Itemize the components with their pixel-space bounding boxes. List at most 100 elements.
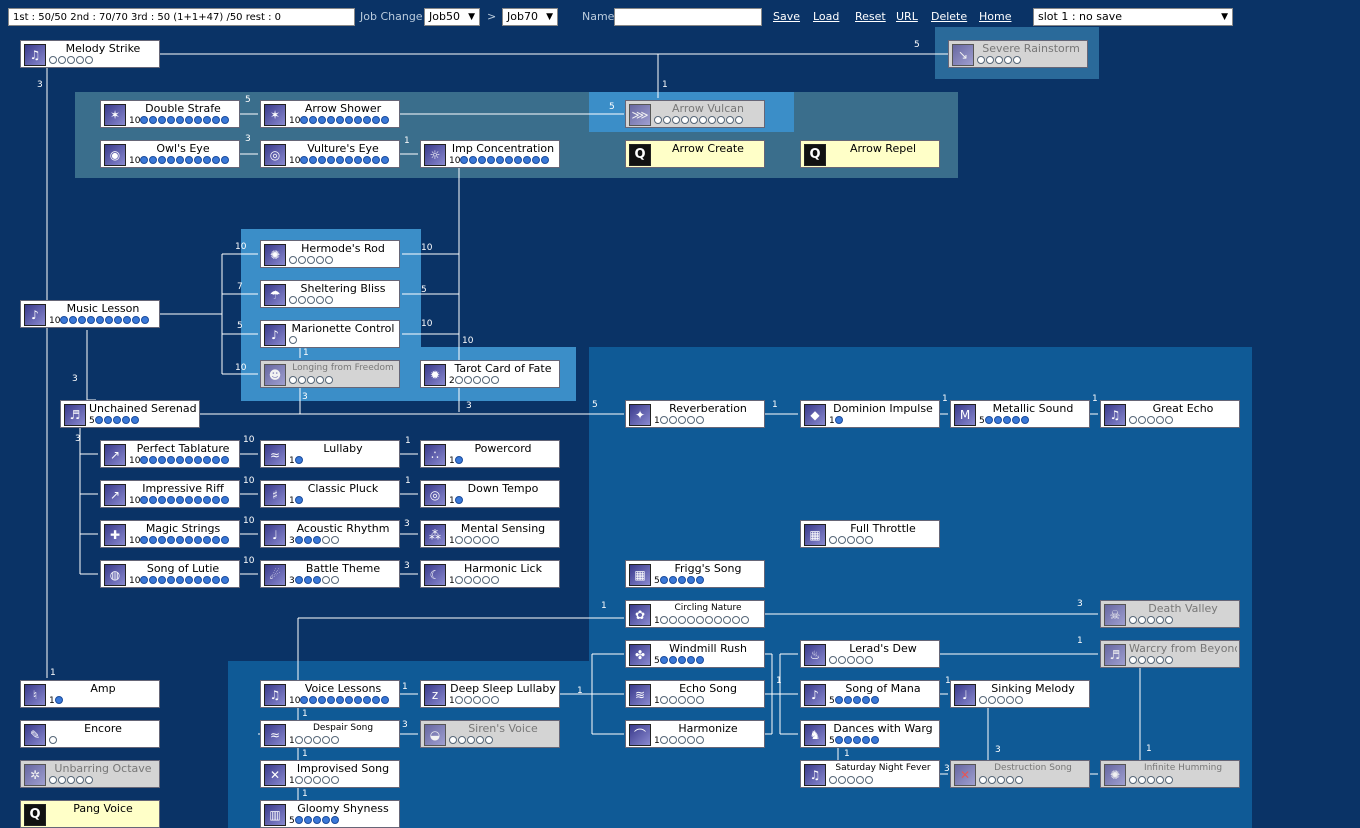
level-dot[interactable]: [309, 156, 318, 164]
skill-level-dots[interactable]: [94, 416, 140, 426]
level-dot[interactable]: [327, 156, 336, 164]
level-dot[interactable]: [60, 316, 69, 324]
level-dot[interactable]: [1165, 776, 1173, 784]
skill-level-dots[interactable]: [659, 656, 705, 666]
level-dot[interactable]: [316, 376, 324, 384]
level-dot[interactable]: [345, 116, 354, 124]
level-dot[interactable]: [677, 736, 686, 744]
level-dot[interactable]: [203, 156, 212, 164]
skill-level-dots[interactable]: [294, 496, 304, 506]
level-dot[interactable]: [318, 156, 327, 164]
level-dot[interactable]: [834, 736, 843, 744]
skill-level-dots[interactable]: [454, 496, 464, 506]
level-dot[interactable]: [336, 116, 345, 124]
level-dot[interactable]: [463, 376, 472, 384]
level-dot[interactable]: [345, 156, 354, 164]
level-dot[interactable]: [294, 496, 303, 504]
level-dot[interactable]: [847, 656, 855, 664]
skill-level-dots[interactable]: [454, 696, 500, 706]
level-dot[interactable]: [194, 576, 203, 584]
level-dot[interactable]: [185, 536, 194, 544]
level-dot[interactable]: [158, 116, 167, 124]
skill-saturday-night-fever[interactable]: ♫Saturday Night Fever: [800, 760, 940, 788]
level-dot[interactable]: [381, 696, 390, 704]
level-dot[interactable]: [372, 156, 381, 164]
level-dot[interactable]: [472, 376, 481, 384]
level-dot[interactable]: [167, 496, 176, 504]
delete-link[interactable]: Delete: [931, 10, 968, 23]
level-dot[interactable]: [695, 656, 704, 664]
level-dot[interactable]: [1147, 776, 1155, 784]
level-dot[interactable]: [668, 576, 677, 584]
level-dot[interactable]: [472, 696, 481, 704]
level-dot[interactable]: [481, 376, 490, 384]
reset-link[interactable]: Reset: [855, 10, 886, 23]
level-dot[interactable]: [381, 116, 390, 124]
level-dot[interactable]: [336, 156, 345, 164]
level-dot[interactable]: [686, 736, 695, 744]
level-dot[interactable]: [321, 576, 330, 584]
level-dot[interactable]: [123, 316, 132, 324]
level-dot[interactable]: [149, 536, 158, 544]
level-dot[interactable]: [67, 56, 75, 64]
level-dot[interactable]: [677, 576, 686, 584]
level-dot[interactable]: [303, 576, 312, 584]
level-dot[interactable]: [309, 116, 318, 124]
skill-melody-strike[interactable]: ♫Melody Strike: [20, 40, 160, 68]
level-dot[interactable]: [58, 776, 66, 784]
level-dot[interactable]: [85, 776, 93, 784]
level-dot[interactable]: [212, 576, 221, 584]
level-dot[interactable]: [149, 496, 158, 504]
home-link[interactable]: Home: [979, 10, 1012, 23]
level-dot[interactable]: [203, 536, 212, 544]
level-dot[interactable]: [372, 116, 381, 124]
level-dot[interactable]: [1004, 56, 1012, 64]
level-dot[interactable]: [843, 696, 852, 704]
level-dot[interactable]: [300, 696, 309, 704]
level-dot[interactable]: [321, 536, 330, 544]
level-dot[interactable]: [309, 696, 318, 704]
level-dot[interactable]: [659, 576, 668, 584]
level-dot[interactable]: [663, 116, 671, 124]
level-dot[interactable]: [449, 736, 457, 744]
level-dot[interactable]: [677, 416, 686, 424]
skill-level-dots[interactable]: [54, 696, 64, 706]
level-dot[interactable]: [312, 776, 321, 784]
level-dot[interactable]: [381, 156, 390, 164]
level-dot[interactable]: [672, 116, 680, 124]
level-dot[interactable]: [677, 656, 686, 664]
level-dot[interactable]: [221, 156, 230, 164]
level-dot[interactable]: [997, 696, 1005, 704]
level-dot[interactable]: [312, 576, 321, 584]
level-dot[interactable]: [686, 576, 695, 584]
level-dot[interactable]: [330, 736, 339, 744]
level-dot[interactable]: [294, 456, 303, 464]
level-dot[interactable]: [49, 736, 57, 744]
level-dot[interactable]: [294, 776, 303, 784]
level-dot[interactable]: [834, 696, 843, 704]
skill-level-dots[interactable]: [49, 56, 94, 66]
level-dot[interactable]: [496, 156, 505, 164]
level-dot[interactable]: [112, 416, 121, 424]
level-dot[interactable]: [345, 696, 354, 704]
level-dot[interactable]: [1020, 416, 1029, 424]
level-dot[interactable]: [1006, 776, 1014, 784]
level-dot[interactable]: [856, 536, 864, 544]
level-dot[interactable]: [140, 456, 149, 464]
level-dot[interactable]: [158, 576, 167, 584]
skill-warcry-from-beyond[interactable]: ♬Warcry from Beyond: [1100, 640, 1240, 668]
skill-level-dots[interactable]: [984, 416, 1030, 426]
skill-level-dots[interactable]: [60, 316, 150, 326]
level-dot[interactable]: [829, 656, 837, 664]
level-dot[interactable]: [1156, 416, 1164, 424]
